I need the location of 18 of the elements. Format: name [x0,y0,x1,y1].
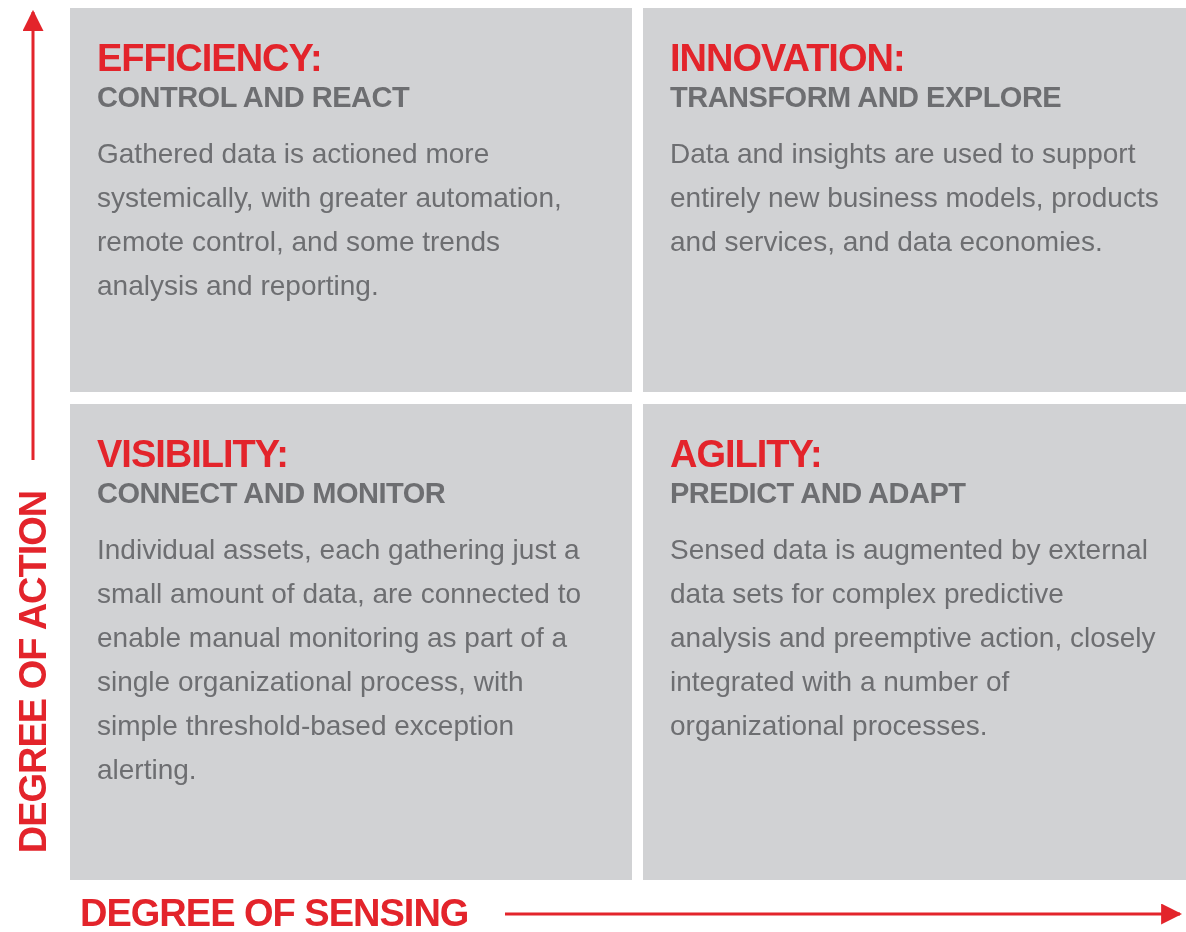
quadrant-subtitle: PREDICT AND ADAPT [670,476,967,510]
quadrant-subtitle: TRANSFORM AND EXPLORE [670,80,1063,114]
quadrant-description: Data and insights are used to support entirely new business models, products and services, and data economies. [670,137,1160,259]
quadrant-panel [643,404,1186,880]
axis-label: DEGREE OF SENSING [80,891,469,932]
quadrant-panel [70,8,632,392]
quadrant-subtitle: CONTROL AND REACT [97,80,411,114]
quadrant-title: VISIBILITY: [97,434,289,474]
quadrant-description: Individual assets, each gathering just a small amount of data, are connected to enable manual monitoring as part of a single organizational process, with simple threshold-based exception alerting. [97,533,583,787]
quadrant-panel [643,8,1186,392]
quadrant-title: EFFICIENCY: [97,38,323,78]
quadrant-title: INNOVATION: [670,38,906,78]
quadrant-description: Sensed data is augmented by external data sets for complex predictive analysis and preemptive action, closely integrated with a number of organizational processes. [670,533,1157,743]
axis-label: DEGREE OF ACTION [11,490,55,854]
quadrant-title: AGILITY: [670,434,823,474]
quadrant-subtitle: CONNECT AND MONITOR [97,476,447,510]
quadrant-panel [70,404,632,880]
quadrant-description: Gathered data is actioned more systemically, with greater automation, remote control, and some trends analysis and reporting. [97,137,563,303]
